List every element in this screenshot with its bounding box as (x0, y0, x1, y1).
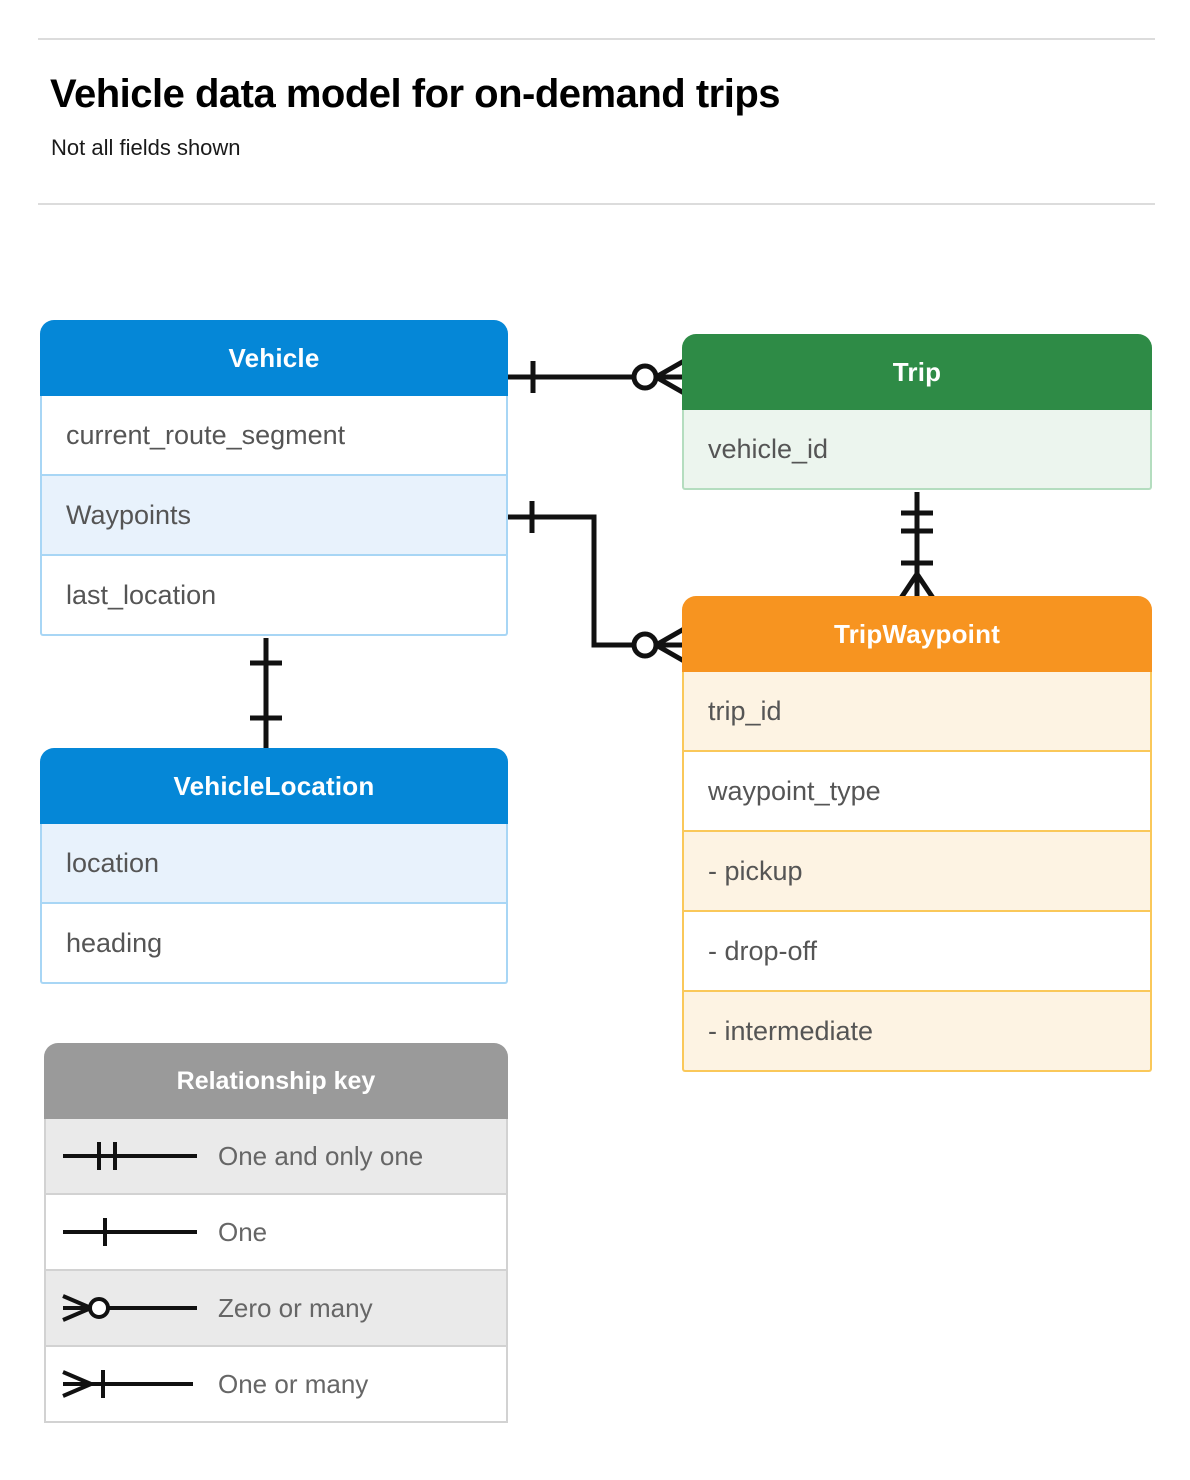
connector-trip-tripwaypoint (898, 492, 936, 600)
zero-or-many-icon (46, 1270, 218, 1346)
entity-trip-title: Trip (682, 334, 1152, 410)
entity-vehicle-title: Vehicle (40, 320, 508, 396)
entity-tripwaypoint[interactable]: TripWaypoint trip_id waypoint_type - pic… (682, 596, 1152, 1072)
field-row[interactable]: - pickup (682, 832, 1152, 912)
legend-label: Zero or many (218, 1292, 373, 1323)
entity-vehiclelocation[interactable]: VehicleLocation location heading (40, 748, 508, 984)
one-icon (46, 1194, 218, 1270)
entity-vehiclelocation-fields: location heading (40, 824, 508, 984)
relationship-key-legend: Relationship key One and only one One (44, 1043, 508, 1423)
field-row[interactable]: current_route_segment (40, 396, 508, 476)
page-title: Vehicle data model for on-demand trips (50, 72, 781, 116)
entity-tripwaypoint-title: TripWaypoint (682, 596, 1152, 672)
entity-vehiclelocation-title: VehicleLocation (40, 748, 508, 824)
field-row[interactable]: last_location (40, 556, 508, 636)
one-and-only-one-icon (46, 1118, 218, 1194)
legend-row-one-or-many: One or many (44, 1347, 508, 1423)
connector-vehicle-trip (508, 358, 686, 396)
entity-vehicle[interactable]: Vehicle current_route_segment Waypoints … (40, 320, 508, 636)
legend-row-one: One (44, 1195, 508, 1271)
legend-label: One or many (218, 1368, 369, 1399)
connector-waypoints-tripwaypoint (508, 501, 686, 664)
header-divider-top (38, 38, 1155, 40)
field-row[interactable]: vehicle_id (682, 410, 1152, 490)
legend-label: One and only one (218, 1140, 424, 1171)
entity-vehicle-fields: current_route_segment Waypoints last_loc… (40, 396, 508, 636)
field-row[interactable]: - intermediate (682, 992, 1152, 1072)
page-subtitle: Not all fields shown (51, 135, 241, 160)
legend-title: Relationship key (44, 1043, 508, 1119)
legend-row-zero-or-many: Zero or many (44, 1271, 508, 1347)
entity-trip-fields: vehicle_id (682, 410, 1152, 490)
field-row[interactable]: location (40, 824, 508, 904)
legend-row-one-and-only-one: One and only one (44, 1119, 508, 1195)
field-row[interactable]: waypoint_type (682, 752, 1152, 832)
one-or-many-icon (46, 1346, 218, 1422)
field-row[interactable]: - drop-off (682, 912, 1152, 992)
entity-trip[interactable]: Trip vehicle_id (682, 334, 1152, 490)
field-row[interactable]: heading (40, 904, 508, 984)
entity-tripwaypoint-fields: trip_id waypoint_type - pickup - drop-of… (682, 672, 1152, 1072)
connector-vehicle-vehiclelocation (250, 638, 282, 748)
header-divider-bottom (38, 203, 1155, 205)
field-row[interactable]: Waypoints (40, 476, 508, 556)
legend-label: One (218, 1216, 268, 1247)
field-row[interactable]: trip_id (682, 672, 1152, 752)
